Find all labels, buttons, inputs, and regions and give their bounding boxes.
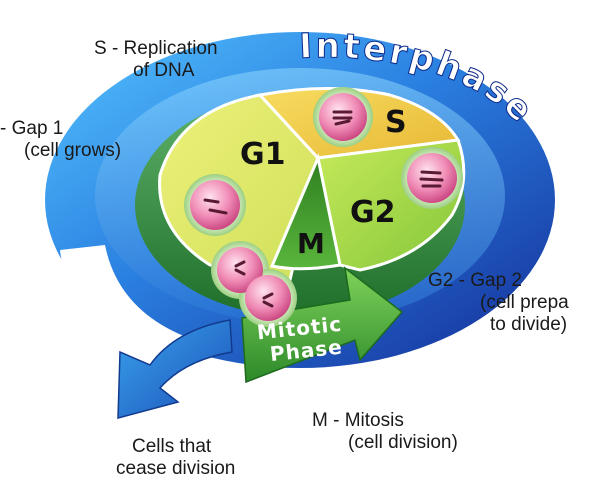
m-mitosis-line2: (cell division) bbox=[348, 432, 458, 453]
m-mitosis-line1: M - Mitosis bbox=[312, 410, 404, 431]
cell-g1-phase bbox=[184, 174, 246, 236]
cease-division-arrow bbox=[117, 319, 233, 419]
g2-gap-line3: to divide) bbox=[490, 314, 568, 335]
m-label: M bbox=[297, 227, 325, 260]
phase-wedges bbox=[158, 87, 466, 282]
m-wedge bbox=[269, 152, 342, 271]
cease-line2: cease division bbox=[116, 458, 236, 479]
g2-gap-line2: (cell prepa bbox=[480, 292, 569, 313]
cell-s-phase bbox=[313, 87, 373, 147]
g2-gap-label: G2 - Gap 2 (cell prepa to divide) bbox=[428, 270, 569, 336]
s-replication-line1: S - Replication bbox=[94, 38, 218, 59]
cell-dividing bbox=[211, 241, 297, 327]
g2-label: G2 bbox=[350, 195, 396, 230]
s-replication-line2: of DNA bbox=[133, 60, 195, 81]
s-replication-label: S - Replication of DNA bbox=[94, 38, 218, 82]
g1-gap-label: - Gap 1 (cell grows) bbox=[0, 118, 121, 162]
g1-gap-line1: - Gap 1 bbox=[0, 118, 64, 139]
cease-line1: Cells that bbox=[132, 436, 212, 457]
g1-gap-line2: (cell grows) bbox=[24, 140, 122, 161]
m-mitosis-label: M - Mitosis (cell division) bbox=[312, 410, 458, 454]
g1-label: G1 bbox=[240, 137, 286, 172]
cell-g2-phase bbox=[401, 147, 463, 209]
cease-division-label: Cells that cease division bbox=[116, 436, 235, 480]
mitotic-phase-arrow bbox=[241, 266, 404, 384]
g2-gap-line1: G2 - Gap 2 bbox=[428, 270, 522, 291]
s-label: S bbox=[385, 105, 407, 140]
